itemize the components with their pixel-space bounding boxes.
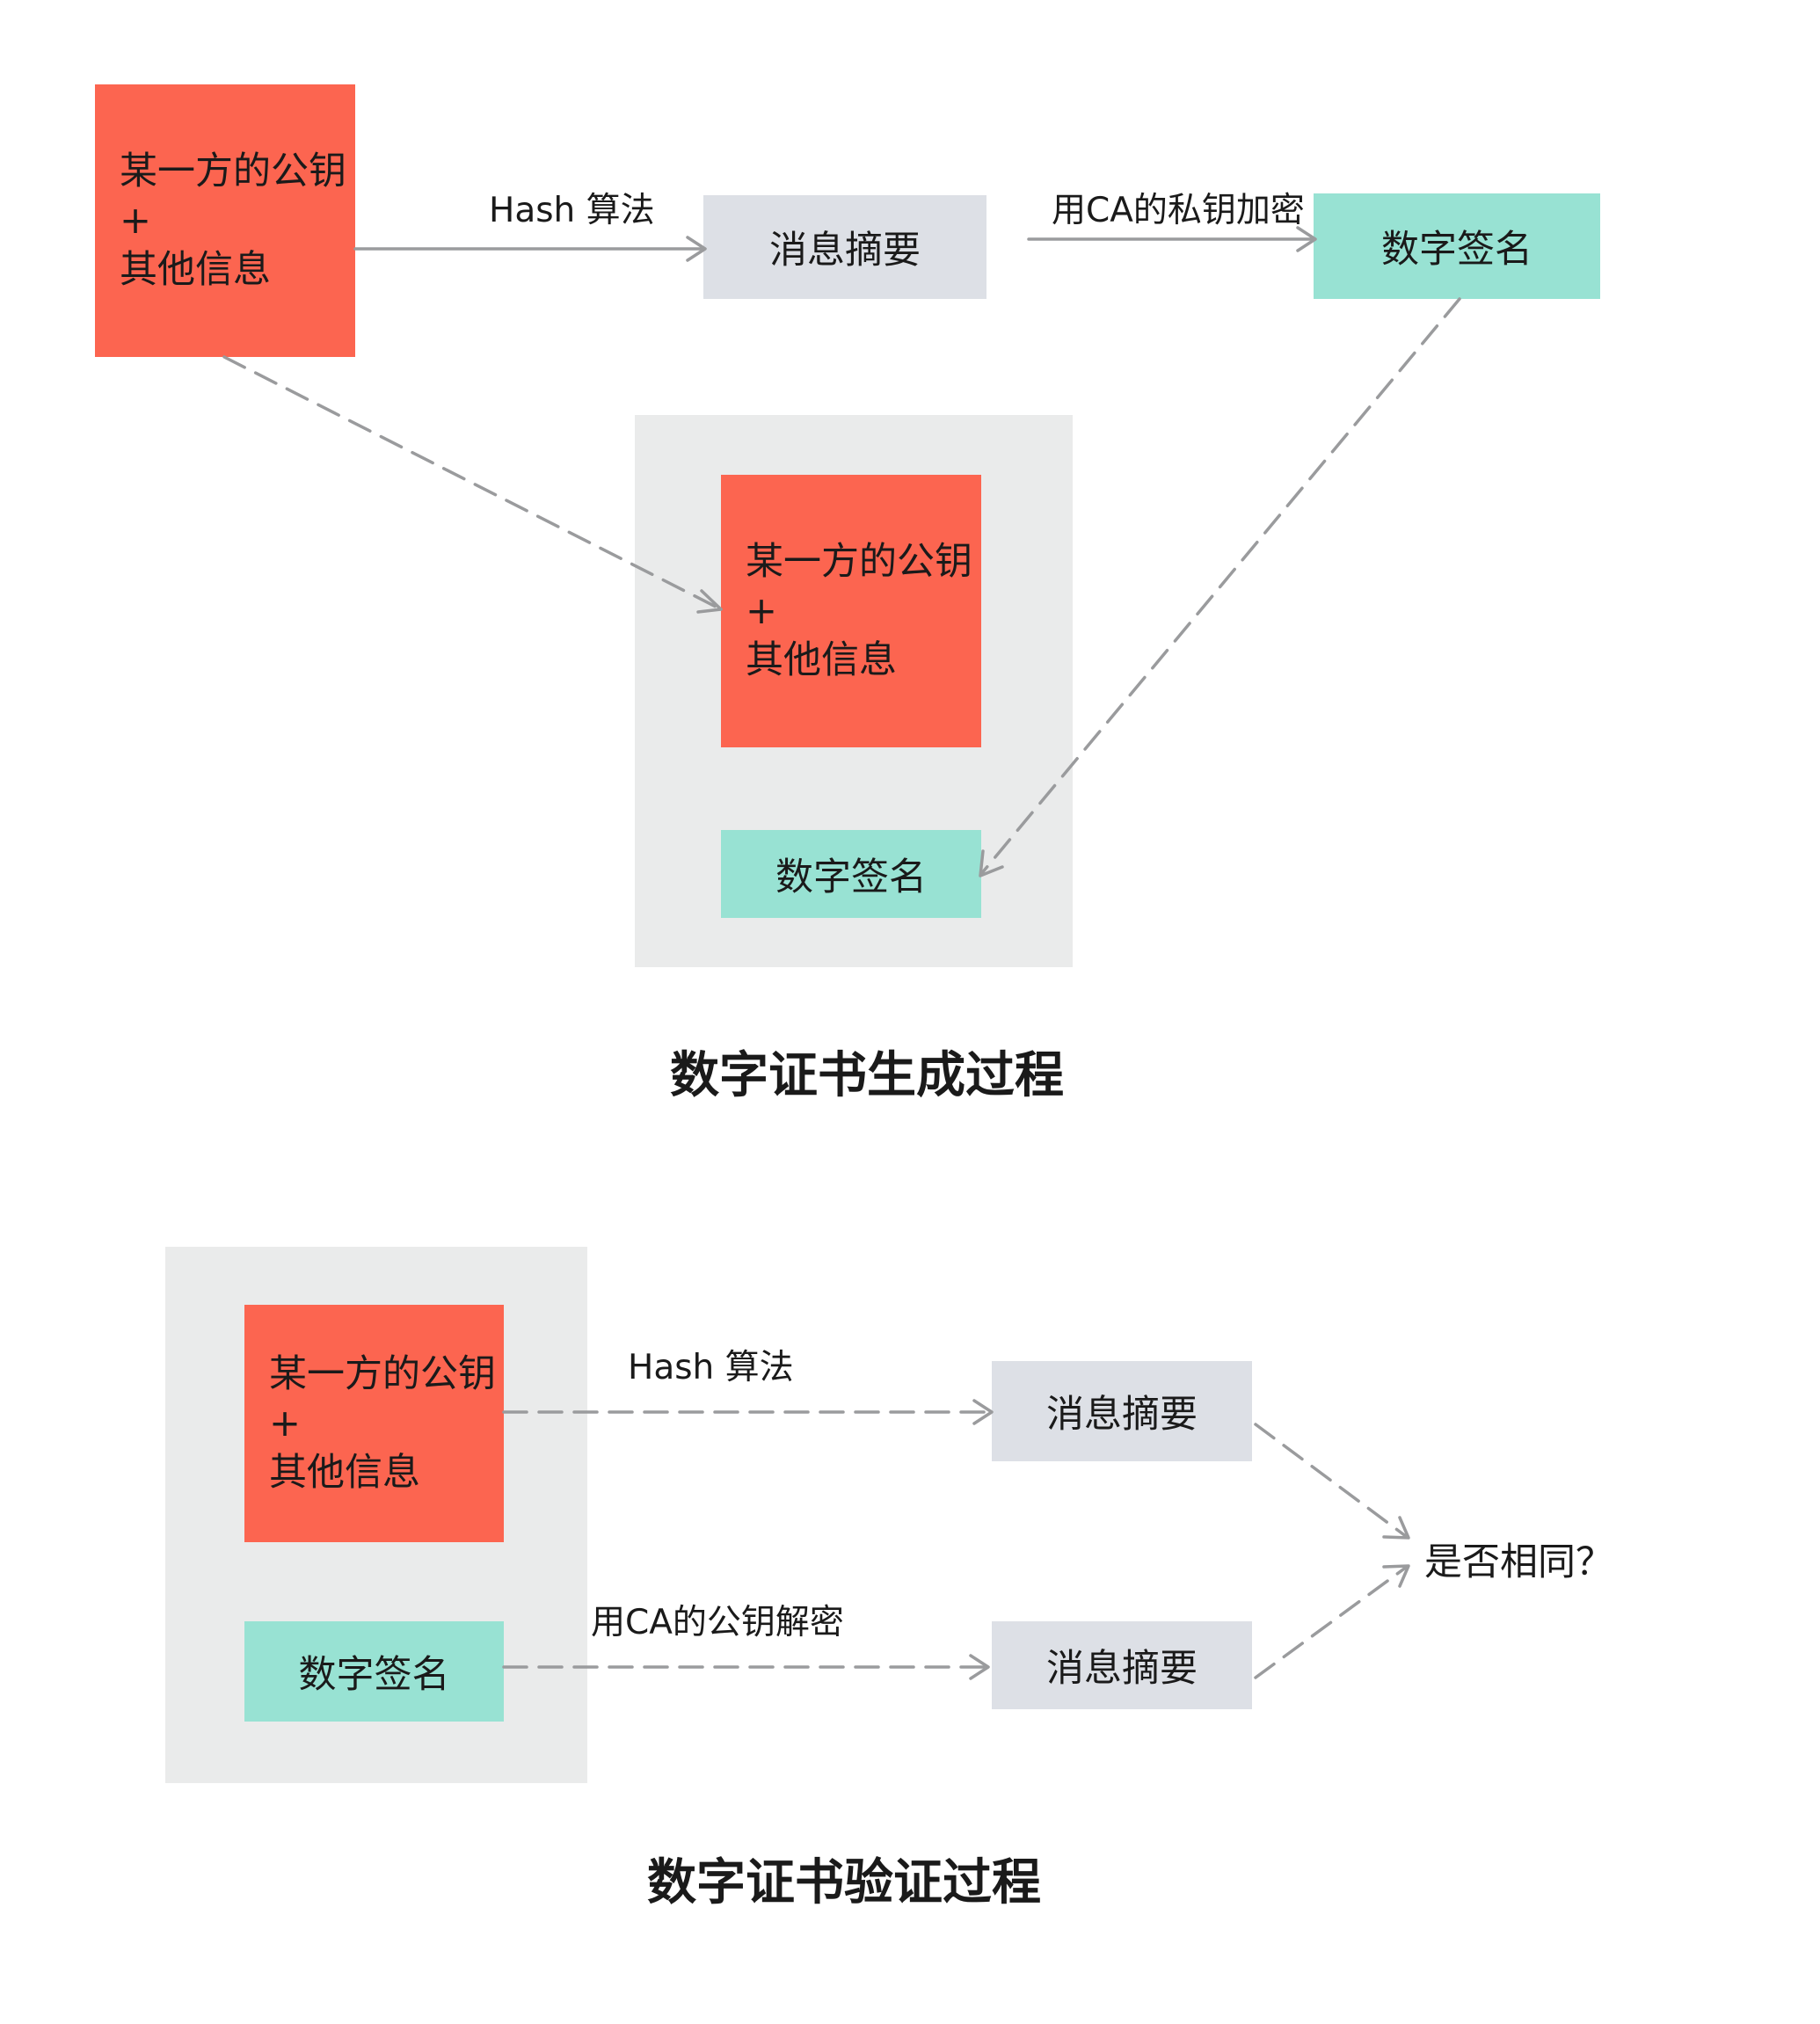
decrypt-public-key-label: 用CA的公钥解密 xyxy=(591,1603,844,1642)
source-box: 某一方的公钥 + 其他信息 xyxy=(95,84,355,357)
arrow-digest-top-to-compare xyxy=(1254,1423,1409,1539)
message-digest-box: 消息摘要 xyxy=(703,195,986,299)
verify-digest-bottom-box: 消息摘要 xyxy=(992,1621,1252,1709)
arrow-signature-to-certificate xyxy=(979,297,1461,876)
arrow-digest-bottom-to-compare xyxy=(1254,1565,1409,1679)
verify-digest-top-label: 消息摘要 xyxy=(1046,1393,1198,1437)
verify-signature-label: 数字签名 xyxy=(298,1653,450,1697)
arrow-signature-to-certificate-head xyxy=(979,849,1004,877)
verify-source-line-public-key: 某一方的公钥 xyxy=(269,1352,496,1396)
certificate-source-line-plus: + xyxy=(746,589,778,633)
digital-signature-box: 数字签名 xyxy=(1314,193,1600,299)
arrow-digest-bottom-to-compare-head xyxy=(1382,1564,1410,1588)
verify-source-line-plus: + xyxy=(269,1402,302,1445)
verify-digest-bottom-label: 消息摘要 xyxy=(1046,1647,1198,1691)
arrow-digest-top-to-compare-head xyxy=(1382,1516,1410,1540)
verify-source-line-other-info: 其他信息 xyxy=(269,1451,420,1495)
hash-algorithm-label: Hash 算法 xyxy=(489,191,655,230)
message-digest-label: 消息摘要 xyxy=(769,229,921,273)
arrow-verify-source-to-digest-head xyxy=(972,1399,994,1425)
arrow-digest-to-signature-head xyxy=(1296,226,1317,252)
arrow-source-to-certificate-head xyxy=(696,589,723,614)
compare-question-label: 是否相同？ xyxy=(1424,1540,1613,1584)
verify-signature-box: 数字签名 xyxy=(244,1621,504,1722)
certificate-signature-box: 数字签名 xyxy=(721,830,981,918)
arrow-source-to-digest-head xyxy=(686,236,707,262)
source-line-plus: + xyxy=(120,199,152,243)
certificate-source-box: 某一方的公钥 + 其他信息 xyxy=(721,475,981,747)
source-line-public-key: 某一方的公钥 xyxy=(120,149,346,193)
arrow-source-to-certificate xyxy=(222,355,721,610)
verify-source-box: 某一方的公钥 + 其他信息 xyxy=(244,1305,504,1542)
certificate-source-line-public-key: 某一方的公钥 xyxy=(746,540,972,584)
source-line-other-info: 其他信息 xyxy=(120,248,271,292)
verification-title: 数字证书验证过程 xyxy=(647,1854,1041,1911)
digital-signature-label: 数字签名 xyxy=(1381,228,1532,272)
generation-title: 数字证书生成过程 xyxy=(670,1047,1064,1104)
verify-digest-top-box: 消息摘要 xyxy=(992,1361,1252,1461)
arrow-verify-signature-to-digest-head xyxy=(969,1654,990,1680)
certificate-source-line-other-info: 其他信息 xyxy=(746,638,897,682)
verify-hash-algorithm-label: Hash 算法 xyxy=(628,1348,794,1387)
encrypt-private-key-label: 用CA的私钥加密 xyxy=(1052,191,1305,230)
certificate-signature-label: 数字签名 xyxy=(775,855,927,899)
